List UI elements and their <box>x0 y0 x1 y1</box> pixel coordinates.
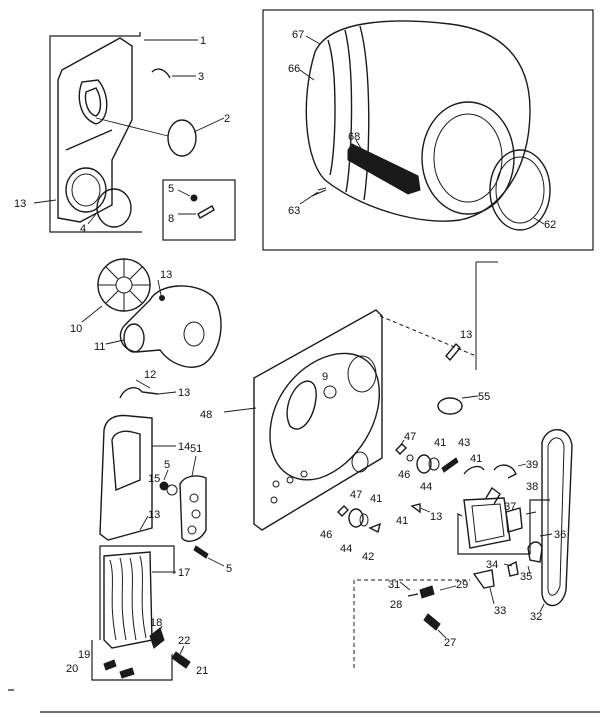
heater-assembly <box>91 379 225 681</box>
callout-12: 12 <box>144 369 156 381</box>
callout-44: 44 <box>340 543 352 555</box>
callout-13: 13 <box>148 509 160 521</box>
callout-29: 29 <box>456 579 468 591</box>
callout-48: 48 <box>200 409 212 421</box>
rear-panel-assembly <box>223 261 498 531</box>
callout-35: 35 <box>520 571 532 583</box>
callout-11: 11 <box>94 341 105 353</box>
callout-68: 68 <box>348 131 360 143</box>
callout-38: 38 <box>526 481 538 493</box>
motor-idler-belt-assembly <box>337 429 573 668</box>
callout-20: 20 <box>66 663 78 675</box>
callout-67: 67 <box>292 29 304 41</box>
callout-46: 46 <box>398 469 410 481</box>
callout-34: 34 <box>486 559 498 571</box>
callout-21: 21 <box>196 665 208 677</box>
callout-10: 10 <box>70 323 82 335</box>
drum-assembly <box>262 9 594 251</box>
callout-66: 66 <box>288 63 300 75</box>
callout-36: 36 <box>554 529 566 541</box>
callout-28: 28 <box>390 599 402 611</box>
callout-14: 14 <box>178 441 190 453</box>
callout-47: 47 <box>404 431 416 443</box>
callout-41: 41 <box>396 515 408 527</box>
callout-46: 46 <box>320 529 332 541</box>
callout-22: 22 <box>178 635 190 647</box>
callout-13: 13 <box>460 329 472 341</box>
callout-62: 62 <box>544 219 556 231</box>
front-duct-assembly <box>33 32 236 241</box>
blower-assembly <box>81 258 222 368</box>
callout-41: 41 <box>370 493 382 505</box>
callout-9: 9 <box>322 371 328 383</box>
callout-17: 17 <box>178 567 190 579</box>
callout-3: 3 <box>198 71 204 83</box>
callout-13: 13 <box>430 511 442 523</box>
callout-41: 41 <box>434 437 446 449</box>
callout-51: 51 <box>190 443 202 455</box>
callout-43: 43 <box>458 437 470 449</box>
callout-44: 44 <box>420 481 432 493</box>
callout-1: 1 <box>200 35 206 47</box>
callout-5: 5 <box>226 563 232 575</box>
callout-47: 47 <box>350 489 362 501</box>
callout-37: 37 <box>504 501 516 513</box>
callout-8: 8 <box>168 213 174 225</box>
callout-5: 5 <box>168 183 174 195</box>
callout-27: 27 <box>444 637 456 649</box>
callout-41: 41 <box>470 453 482 465</box>
callout-13: 13 <box>160 269 172 281</box>
callout-55: 55 <box>478 391 490 403</box>
callout-18: 18 <box>150 617 162 629</box>
callout-2: 2 <box>224 113 230 125</box>
callout-33: 33 <box>494 605 506 617</box>
callout-42: 42 <box>362 551 374 563</box>
callout-13: 13 <box>178 387 190 399</box>
callout-31: 31 <box>388 579 400 591</box>
callout-32: 32 <box>530 611 542 623</box>
callout-5: 5 <box>164 459 170 471</box>
callout-19: 19 <box>78 649 90 661</box>
callout-15: 15 <box>148 473 160 485</box>
callout-63: 63 <box>288 205 300 217</box>
callout-4: 4 <box>80 223 86 235</box>
callout-39: 39 <box>526 459 538 471</box>
callout-13: 13 <box>14 198 26 210</box>
